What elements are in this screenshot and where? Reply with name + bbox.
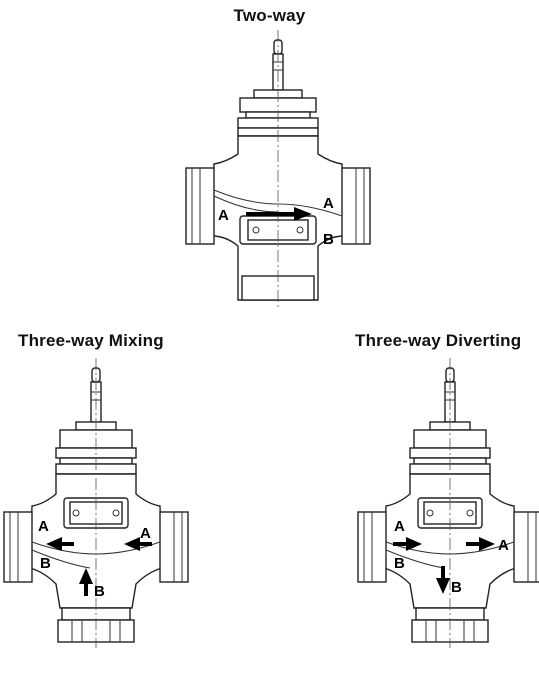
three-way-diverting-title: Three-way Diverting [355,331,522,350]
mixing-arrow-right-inlet [124,537,152,551]
three-way-diverting-valve [357,357,539,649]
mixing-arrow-bottom-inlet [79,568,93,596]
two-way-port-a-left: A [218,207,229,224]
diverting-port-b-bottom: B [451,579,462,596]
diverting-arrow-right-outlet [466,537,495,551]
mixing-port-a-right: A [140,525,151,542]
mixing-arrow-left-outlet [46,537,74,551]
mixing-port-b-bottom: B [94,583,105,600]
two-way-port-b: B [323,231,334,248]
three-way-mixing-title: Three-way Mixing [18,331,164,350]
mixing-port-b-left: B [40,555,51,572]
diverting-port-b-left: B [394,555,405,572]
mixing-port-a-left: A [38,518,49,535]
diverting-arrow-left-inlet [393,537,422,551]
two-way-port-a-right: A [323,195,334,212]
diverting-port-a-left: A [394,518,405,535]
three-way-mixing-valve [3,357,189,649]
diverting-arrow-bottom-outlet [436,566,450,594]
two-way-title: Two-way [233,6,306,25]
diverting-port-a-right: A [498,537,509,554]
two-way-valve [185,29,371,311]
two-way-flow-arrow [246,207,312,221]
